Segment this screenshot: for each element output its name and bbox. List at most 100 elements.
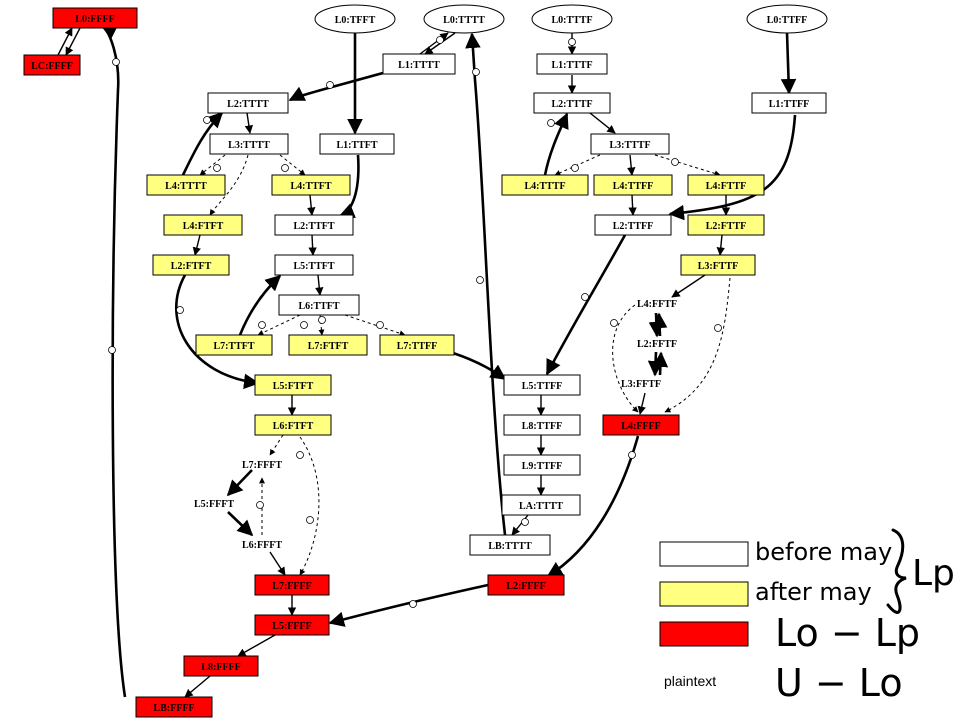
node-label: L2:FTTF [706,221,747,232]
legend-yellow-swatch [659,581,749,607]
edge [654,154,721,177]
edge [257,314,301,336]
node-label: L7:FFFT [242,460,282,471]
edge [628,194,637,216]
node-l4-tttf: L4:TTTF [501,174,589,196]
edge [181,111,224,176]
node-l6-ftft: L6:FTFT [254,414,332,436]
node-l3-tttt: L3:TTTT [209,133,289,155]
node-l2-ftft: L2:FTFT [152,254,230,276]
edge [545,234,627,376]
node-label: L5:TTFF [522,381,563,392]
node-label: L4:TTTF [524,181,565,192]
node-l0-ffff: L0:FFFF [52,7,138,29]
node-label: L5:FFFF [272,621,311,632]
node-label: L6:FTFT [273,421,314,432]
node-label: L2:FFFF [506,581,545,592]
edge [238,274,282,336]
node-l2-tttf: L2:TTTF [533,92,611,114]
node-label: L3:TTTT [228,140,270,151]
node-label: L2:FTFT [171,261,212,272]
node-label: L5:TTFT [293,261,334,272]
edge [226,469,253,497]
node-label: LB:TTTT [488,541,532,552]
edge [308,234,317,256]
node-l7-ttff: L7:TTFF [379,334,455,356]
node-label: L1:TTFF [769,99,810,110]
edge [465,32,507,536]
edge [307,194,316,216]
node-label: L4:TTTT [165,181,207,192]
legend-red-swatch [659,621,749,647]
node-l4-tttt: L4:TTTT [146,174,226,196]
legend-white-swatch [659,541,749,567]
node-l8-ttff: L8:TTFF [503,414,581,436]
edge-markers [108,36,722,608]
node-l4-ttft: L4:TTFT [271,174,351,196]
edge [664,277,731,413]
node-la-tttt: LA:TTTT [501,494,581,516]
node-lb-ffff: LB:FFFF [135,696,213,718]
node-label: L7:TTFF [397,341,438,352]
edge [65,27,81,56]
node-label: L4:TTFF [613,181,654,192]
node-l2-fttf: L2:FTTF [687,214,765,236]
node-label: L8:TTFF [522,421,563,432]
node-label: L7:TTFT [213,341,254,352]
legend: before may after may Lp Lo − Lp plaintex… [659,528,955,705]
edge [543,112,569,176]
node-l5-ffff: L5:FFFF [254,614,330,636]
node-label: L4:FFFF [621,421,660,432]
edge [671,274,706,298]
node-l2-ffff: L2:FFFF [487,574,565,596]
node-label: L2:TTFF [613,221,654,232]
node-l1-tttt: L1:TTTT [382,53,456,75]
node-label: L1:TTTF [551,60,592,71]
edge [299,436,320,576]
node-label: L0:TTTF [551,15,592,26]
edge [668,114,797,221]
node-l4-ffff: L4:FFFF [602,414,680,436]
node-l5-ttft: L5:TTFT [274,254,354,276]
node-label: L0:FFFF [75,14,114,25]
node-l1-ttff: L1:TTFF [751,92,827,114]
node-l3-tttf: L3:TTTF [590,133,670,155]
legend-brace [886,528,907,614]
edge [338,154,360,219]
node-l4-fttf: L4:FTTF [687,174,765,196]
edge [647,351,664,377]
edge [452,351,507,381]
edge [227,511,254,537]
legend-before-may: before may [755,538,892,566]
node-label: L1:TTTT [398,60,440,71]
node-l6-ffft: L6:FFFT [242,540,282,551]
edge [288,71,384,102]
edge [279,154,306,176]
node-lc-ffff: LC:FFFF [23,54,81,76]
node-l4-fftf: L4:FFTF [637,299,677,310]
edge [344,314,406,337]
edge [175,274,260,390]
node-label: L2:FFTF [637,339,677,350]
edge [554,154,601,176]
node-label: L9:TTFF [522,461,563,472]
node-label: L2:TTFT [293,221,334,232]
node-label: L3:FTTF [698,261,739,272]
node-l8-ffff: L8:FFFF [183,655,259,677]
node-l4-ttff: L4:TTFF [593,174,673,196]
node-l5-ttff: L5:TTFF [503,374,581,396]
node-label: LB:FFFF [153,703,194,714]
node-label: L4:TTFT [290,181,331,192]
node-l0-tttf: L0:TTTF [531,4,613,34]
edge [244,112,254,134]
node-l1-ttft: L1:TTFT [319,133,395,155]
node-label: L3:FFTF [621,379,661,390]
edge [589,112,616,134]
node-l2-tttt: L2:TTTT [207,92,289,114]
node-l7-ffff: L7:FFFF [254,574,330,596]
node-l7-ffft: L7:FFFT [242,460,282,471]
node-l3-fttf: L3:FTTF [680,254,756,276]
node-label: L8:FFFF [201,662,240,673]
edge [269,551,286,576]
